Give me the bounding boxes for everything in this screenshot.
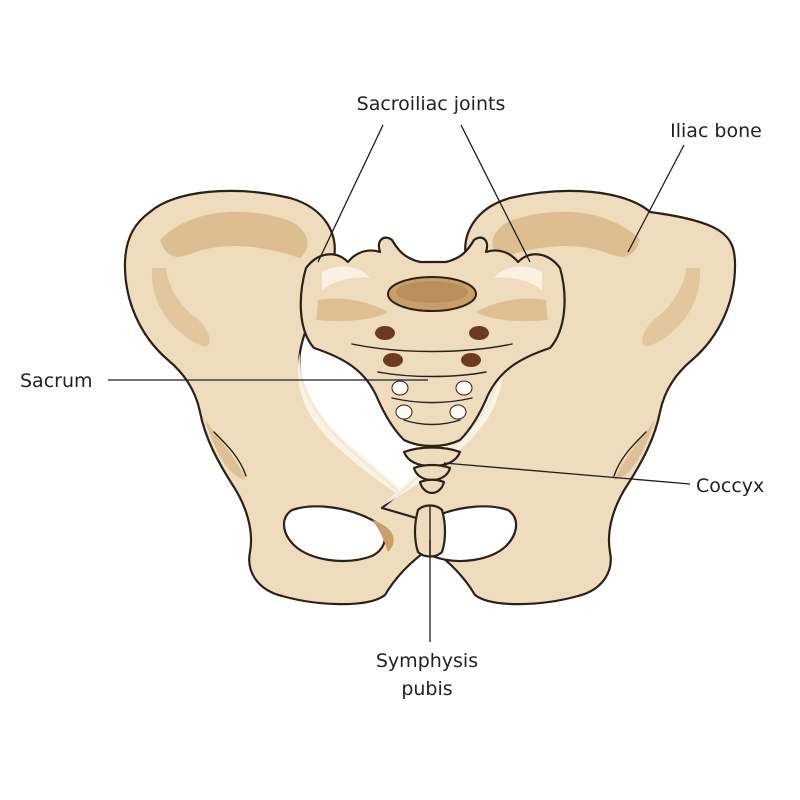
sacrum (299, 236, 566, 448)
leader-iliac (627, 144, 685, 253)
coccyx (402, 446, 462, 495)
label-pubis: pubis (401, 678, 452, 700)
label-symphysis: Symphysis (376, 650, 478, 672)
left-hip-bone (123, 189, 432, 606)
label-sacrum: Sacrum (20, 370, 93, 392)
label-sacroiliac-joints: Sacroiliac joints (357, 93, 506, 115)
leader-lines (108, 124, 691, 642)
leader-coccyx (443, 462, 691, 485)
label-coccyx: Coccyx (696, 475, 764, 497)
leader-sacroiliac-right (460, 124, 531, 263)
label-iliac-bone: Iliac bone (670, 120, 762, 142)
leader-sacroiliac-left (317, 124, 384, 263)
